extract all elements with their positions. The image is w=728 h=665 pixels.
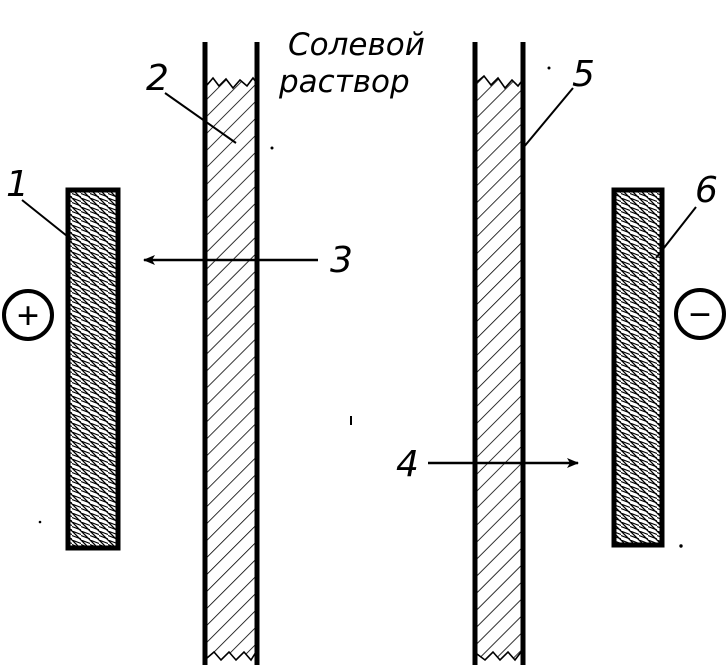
caption-line-2: раствор <box>278 64 410 100</box>
leader-line-2 <box>164 92 237 144</box>
label-flow-right: 4 <box>396 444 419 485</box>
label-anode-plate: 1 <box>6 164 29 205</box>
left-membrane <box>202 42 260 665</box>
label-left-membrane: 2 <box>146 58 169 99</box>
caption-line-1: Солевой <box>288 27 425 63</box>
cathode-polarity-sign: − <box>674 288 726 340</box>
anode-sign-text: + <box>17 293 40 338</box>
print-specks <box>38 66 683 548</box>
leader-line-1 <box>21 199 73 241</box>
label-flow-left: 3 <box>330 240 353 281</box>
leader-line-6 <box>655 206 697 259</box>
right-membrane <box>472 42 526 665</box>
anode-polarity-sign: + <box>2 289 54 341</box>
anode-plate <box>65 187 121 551</box>
cathode-sign-text: − <box>689 292 712 337</box>
label-right-membrane: 5 <box>572 54 595 95</box>
label-cathode-plate: 6 <box>695 170 718 211</box>
leader-line-5 <box>522 87 574 149</box>
cathode-plate <box>611 187 665 548</box>
